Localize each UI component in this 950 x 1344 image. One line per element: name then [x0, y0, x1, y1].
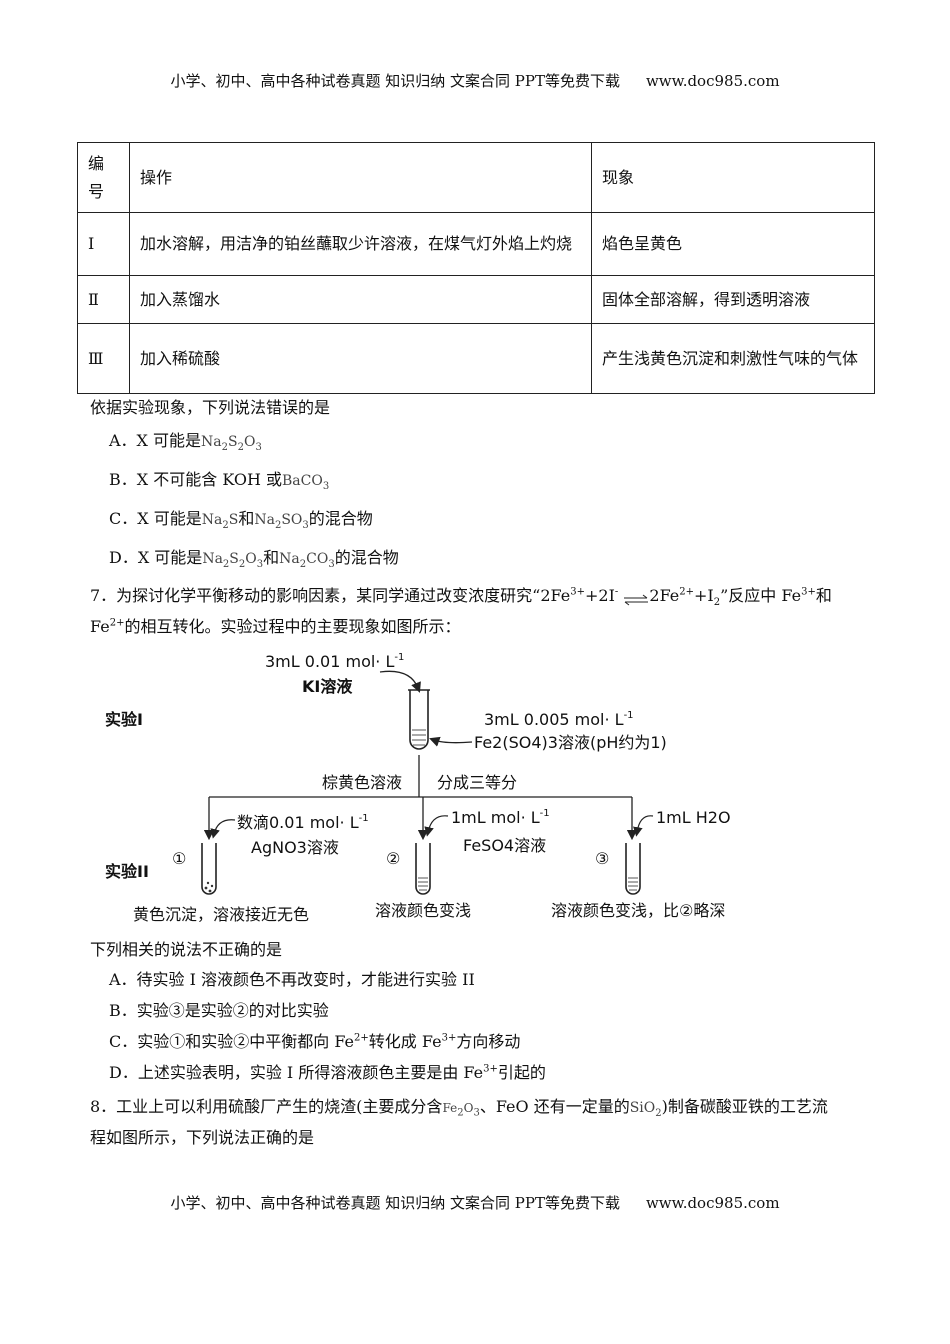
- q7-stem-line1: 7．为探讨化学平衡移动的影响因素，某同学通过改变浓度研究“2Fe3++2I- 2…: [90, 586, 832, 609]
- main-test-tube: [408, 689, 430, 750]
- row-operation: 加入稀硫酸: [129, 323, 592, 394]
- q7-option-a[interactable]: A．待实验 I 溶液颜色不再改变时，才能进行实验 II: [109, 970, 475, 989]
- row-observation: 产生浅黄色沉淀和刺激性气味的气体: [591, 323, 875, 394]
- experiment-diagram: 3mL 0.01 mol· L-1 KI溶液 实验I 3mL 0.005 mol…: [105, 652, 731, 924]
- agno3-solution-label: AgNO3溶液: [251, 838, 339, 857]
- header-cell-obs: 现象: [591, 142, 875, 213]
- q7-option-d[interactable]: D．上述实验表明，实验 I 所得溶液颜色主要是由 Fe3+引起的: [109, 1063, 546, 1082]
- equilibrium-arrow-icon: [623, 591, 649, 605]
- row-id: I: [77, 212, 130, 276]
- table-header-row: 编号 操作 现象: [77, 142, 875, 213]
- formula: Na2SO3: [254, 512, 309, 531]
- experiment-2-label: 实验II: [105, 862, 149, 881]
- q6-option-d[interactable]: D．X 可能是Na2S2O3和Na2CO3的混合物: [109, 548, 399, 570]
- tube-number-3: ③: [595, 849, 609, 868]
- split-three-label: 分成三等分: [437, 773, 517, 792]
- result-2-label: 溶液颜色变浅: [375, 901, 471, 920]
- result-3-label: 溶液颜色变浅，比②略深: [551, 901, 725, 920]
- formula: BaCO3: [282, 473, 330, 492]
- q6-stem: 依据实验现象，下列说法错误的是: [90, 398, 331, 417]
- q6-option-b[interactable]: B．X 不可能含 KOH 或BaCO3: [109, 470, 330, 492]
- q6-option-c[interactable]: C．X 可能是Na2S和Na2SO3的混合物: [109, 509, 373, 531]
- footer-url[interactable]: www.doc985.com: [645, 1194, 780, 1212]
- q7-question: 下列相关的说法不正确的是: [90, 940, 283, 959]
- q6-option-a[interactable]: A．X 可能是Na2S2O3: [109, 431, 262, 453]
- row-id: Ⅱ: [77, 275, 130, 324]
- row-operation: 加入蒸馏水: [129, 275, 592, 324]
- fe2so43-solution-label: Fe2(SO4)3溶液(pH约为1): [474, 733, 667, 752]
- experiment-table: 编号 操作 现象 I 加水溶解，用洁净的铂丝蘸取少许溶液，在煤气灯外焰上灼烧 焰…: [77, 142, 875, 394]
- table-row: Ⅲ 加入稀硫酸 产生浅黄色沉淀和刺激性气味的气体: [77, 323, 875, 394]
- table-row: I 加水溶解，用洁净的铂丝蘸取少许溶液，在煤气灯外焰上灼烧 焰色呈黄色: [77, 212, 875, 276]
- formula: Na2CO3: [279, 551, 335, 570]
- formula: Na2S2O3: [201, 434, 262, 453]
- test-tube-1: [201, 843, 217, 895]
- brown-solution-label: 棕黄色溶液: [322, 773, 402, 792]
- row-id: Ⅲ: [77, 323, 130, 394]
- header-cell-id: 编号: [77, 142, 130, 213]
- header-url[interactable]: www.doc985.com: [645, 72, 780, 90]
- header-text: 小学、初中、高中各种试卷真题 知识归纳 文案合同 PPT等免费下载: [170, 72, 620, 90]
- test-tube-2: [415, 843, 431, 895]
- result-1-label: 黄色沉淀，溶液接近无色: [133, 905, 309, 924]
- fe-arrow: [429, 736, 473, 747]
- formula: Na2S2O3: [202, 551, 264, 570]
- page-footer: 小学、初中、高中各种试卷真题 知识归纳 文案合同 PPT等免费下载 www.doc…: [0, 1192, 950, 1213]
- fe2so43-concentration-label: 3mL 0.005 mol· L-1: [484, 710, 634, 729]
- formula: Na2S: [201, 512, 239, 531]
- ki-arrow: [379, 670, 421, 693]
- table-row: Ⅱ 加入蒸馏水 固体全部溶解，得到透明溶液: [77, 275, 875, 324]
- q7-stem-line2: Fe2+的相互转化。实验过程中的主要现象如图所示：: [90, 617, 461, 636]
- test-tube-3: [625, 843, 641, 895]
- footer-text: 小学、初中、高中各种试卷真题 知识归纳 文案合同 PPT等免费下载: [170, 1194, 620, 1212]
- agno3-concentration-label: 数滴0.01 mol· L-1: [237, 813, 369, 832]
- page-header: 小学、初中、高中各种试卷真题 知识归纳 文案合同 PPT等免费下载 www.doc…: [0, 70, 950, 91]
- q8-stem-line1: 8．工业上可以利用硫酸厂产生的烧渣(主要成分含Fe2O3、FeO 还有一定量的S…: [90, 1097, 828, 1119]
- tube-number-2: ②: [386, 849, 400, 868]
- row-observation: 焰色呈黄色: [591, 212, 875, 276]
- experiment-1-label: 实验I: [105, 710, 143, 729]
- row-observation: 固体全部溶解，得到透明溶液: [591, 275, 875, 324]
- formula: Fe2O3: [442, 1101, 480, 1119]
- q7-option-c[interactable]: C．实验①和实验②中平衡都向 Fe2+转化成 Fe3+方向移动: [109, 1032, 521, 1051]
- row-operation: 加水溶解，用洁净的铂丝蘸取少许溶液，在煤气灯外焰上灼烧: [129, 212, 592, 276]
- ki-concentration-label: 3mL 0.01 mol· L-1: [265, 652, 404, 671]
- water-label: 1mL H2O: [656, 808, 731, 827]
- tube-number-1: ①: [172, 849, 186, 868]
- feso4-concentration-label: 1mL mol· L-1: [451, 808, 550, 827]
- q8-stem-line2: 程如图所示，下列说法正确的是: [90, 1128, 315, 1147]
- ki-solution-label: KI溶液: [302, 677, 353, 696]
- header-cell-op: 操作: [129, 142, 592, 213]
- q7-option-b[interactable]: B．实验③是实验②的对比实验: [109, 1001, 329, 1020]
- formula: SiO2: [629, 1100, 662, 1119]
- feso4-solution-label: FeSO4溶液: [463, 836, 546, 855]
